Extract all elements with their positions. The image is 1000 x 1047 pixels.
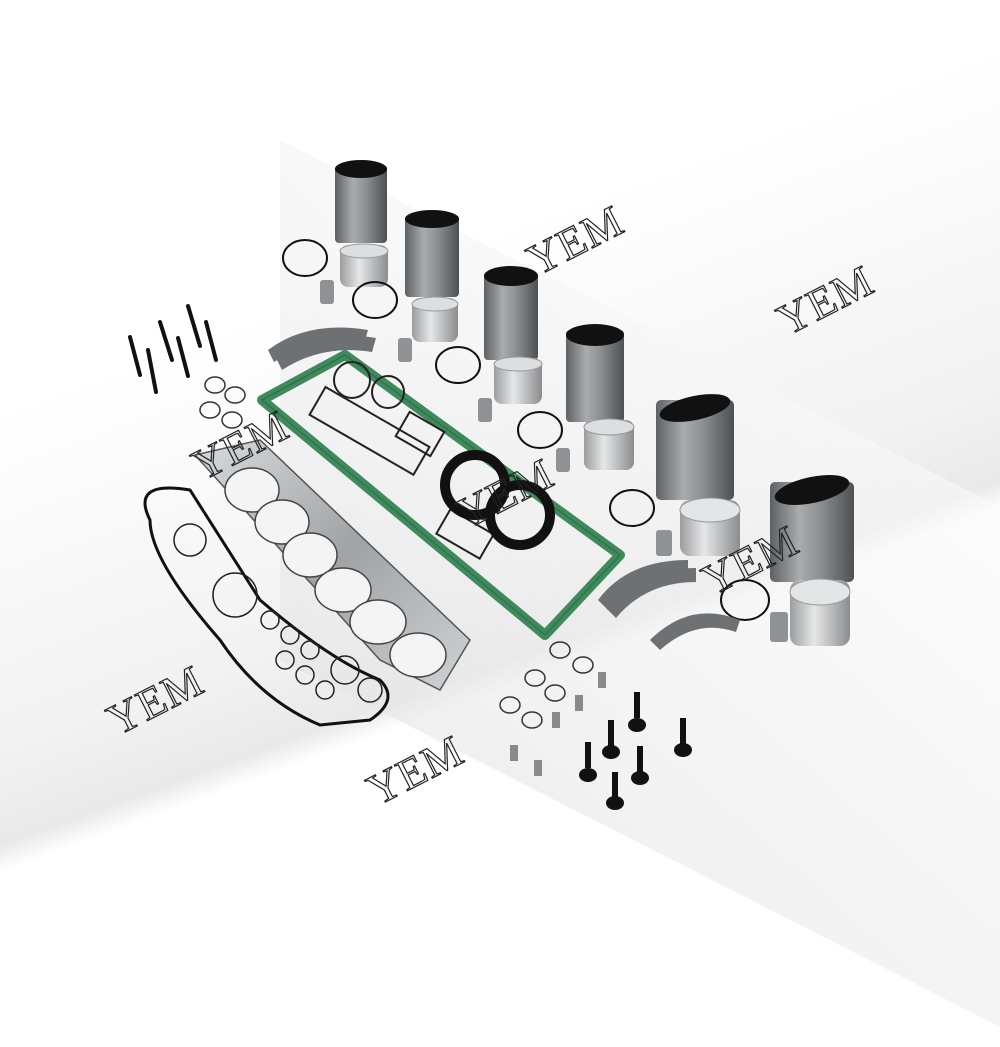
engine-kit-illustration	[128, 160, 854, 810]
valve-seal-rings	[199, 376, 594, 729]
piston-rings	[282, 239, 770, 621]
upper-gasket-set	[308, 361, 496, 560]
piston-pins	[320, 280, 788, 642]
head-gasket	[193, 439, 471, 691]
main-bearings	[268, 327, 740, 650]
cylinder-liners	[335, 160, 854, 582]
pistons	[339, 243, 851, 646]
valves-upper	[128, 304, 218, 394]
valve-guides	[510, 672, 606, 776]
crank-seals	[440, 450, 555, 550]
valves-lower	[579, 692, 692, 810]
oil-pan-gasket	[257, 350, 625, 640]
lower-gasket	[143, 486, 390, 727]
